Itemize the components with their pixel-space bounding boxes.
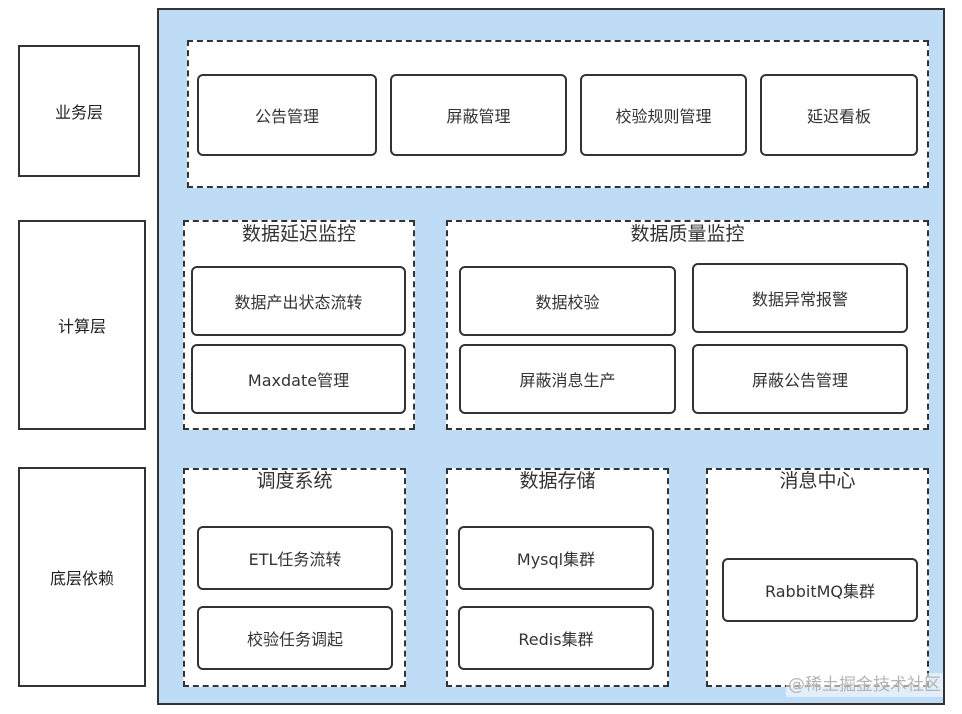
quality-group-title: 数据质量监控	[630, 223, 745, 245]
quality-item-validation: 数据校验	[459, 266, 676, 336]
scheduler-item-validation-task: 校验任务调起	[197, 606, 393, 670]
scheduler-item-etl: ETL任务流转	[197, 526, 393, 590]
watermark: @稀土掘金技术社区	[786, 673, 943, 697]
business-item-rules: 校验规则管理	[580, 74, 747, 156]
latency-item-maxdate: Maxdate管理	[191, 344, 406, 414]
layer-label-base: 底层依赖	[18, 467, 146, 687]
storage-group-title: 数据存储	[519, 470, 596, 492]
quality-item-anomaly-alert: 数据异常报警	[692, 263, 908, 333]
business-item-latency-board: 延迟看板	[760, 74, 918, 156]
storage-item-redis: Redis集群	[458, 606, 654, 670]
messaging-item-rabbitmq: RabbitMQ集群	[722, 558, 918, 622]
latency-item-status-flow: 数据产出状态流转	[191, 266, 406, 336]
business-item-block: 屏蔽管理	[390, 74, 567, 156]
quality-item-block-announcement: 屏蔽公告管理	[692, 344, 908, 414]
storage-item-mysql: Mysql集群	[458, 526, 654, 590]
scheduler-group-title: 调度系统	[256, 470, 333, 492]
messaging-group-title: 消息中心	[779, 470, 856, 492]
business-item-announcement: 公告管理	[197, 74, 377, 156]
quality-item-block-message: 屏蔽消息生产	[459, 344, 676, 414]
latency-group-title: 数据延迟监控	[241, 223, 356, 245]
layer-label-compute: 计算层	[18, 220, 146, 430]
layer-label-business: 业务层	[18, 45, 140, 177]
